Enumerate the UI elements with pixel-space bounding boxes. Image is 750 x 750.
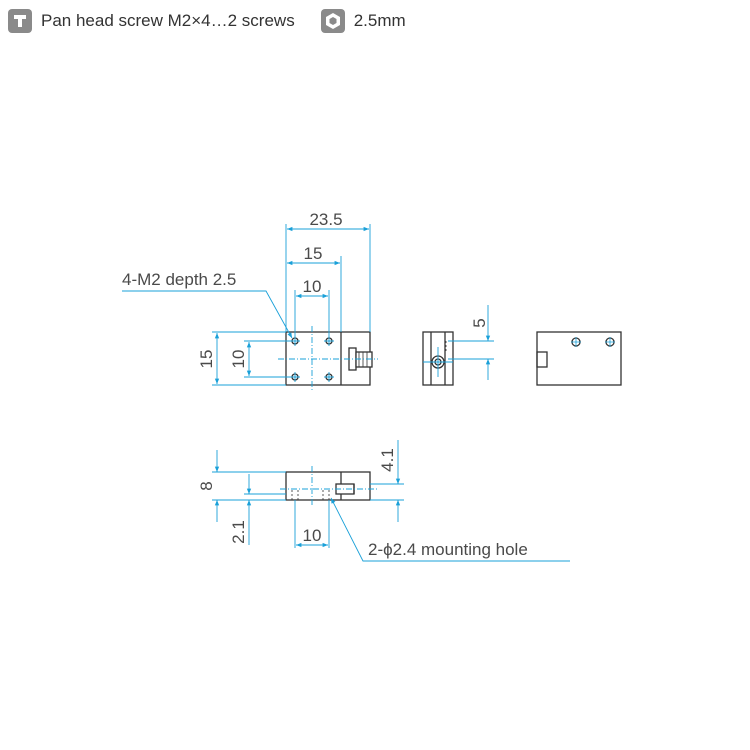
screw-label: Pan head screw M2×4…2 screws bbox=[41, 11, 295, 30]
dim-hole-span-inner: 10 bbox=[303, 277, 322, 296]
dim-slot-depth: 4.1 bbox=[378, 448, 397, 472]
dim-thickness: 8 bbox=[197, 481, 216, 490]
dim-overall-width: 23.5 bbox=[309, 210, 342, 229]
dim-hole-pitch: 10 bbox=[303, 526, 322, 545]
dim-hole-span-outer: 15 bbox=[304, 244, 323, 263]
dim-height-outer: 15 bbox=[197, 350, 216, 369]
rear-view-marks bbox=[571, 337, 615, 347]
top-view-dimensions bbox=[122, 224, 378, 392]
front-view-dimensions bbox=[212, 440, 570, 562]
side-view bbox=[422, 331, 454, 386]
hex-size-label: 2.5mm bbox=[353, 11, 406, 30]
hex-key-icon bbox=[320, 9, 345, 33]
dim-hole-offset: 2.1 bbox=[229, 520, 248, 544]
header: Pan head screw M2×4…2 screws 2.5mm bbox=[8, 8, 406, 34]
dim-side-offset: 5 bbox=[470, 318, 489, 327]
side-view-dimensions bbox=[423, 305, 494, 380]
pan-head-screw-icon bbox=[8, 9, 32, 33]
callout-tapped-holes: 4-M2 depth 2.5 bbox=[122, 270, 236, 289]
dim-height-inner: 10 bbox=[229, 350, 248, 369]
rear-view bbox=[536, 331, 622, 386]
front-view bbox=[285, 471, 371, 501]
callout-mounting-hole: 2-ϕ2.4 mounting hole bbox=[368, 540, 528, 559]
